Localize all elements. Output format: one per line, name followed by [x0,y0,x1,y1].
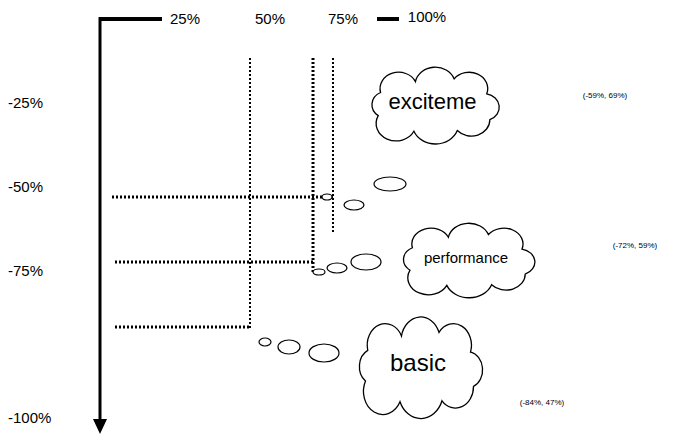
vertical-axis [99,17,102,422]
axis-tick-label: -50% [8,178,43,195]
axis-tick-label: 100% [408,8,446,25]
coordinate-note: (-72%, 59%) [613,241,657,250]
axis-tick-label: 75% [328,10,358,27]
thought-cloud: performance [386,224,546,290]
axis-tick-label: -75% [8,262,43,279]
thought-cloud: exciteme [355,68,510,136]
coordinate-note: (-84%, 47%) [520,398,564,407]
axis-tick-label: -100% [8,409,51,426]
axis-tick-label: 25% [170,10,200,27]
top-axis-dash [377,17,399,21]
cloud-label: basic [390,349,446,377]
coordinate-note: (-59%, 69%) [583,91,627,100]
cloud-label: performance [424,249,508,266]
cloud-label: exciteme [388,89,476,115]
axis-tick-label: -25% [8,94,43,111]
guide-lines [112,58,333,328]
thought-cloud: basic [343,318,493,408]
axis-arrowhead [93,419,107,434]
axis-tick-label: 50% [255,10,285,27]
top-axis [100,17,162,21]
